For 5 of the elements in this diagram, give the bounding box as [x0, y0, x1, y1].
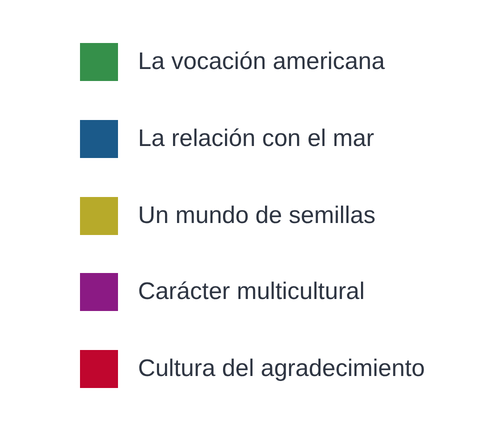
- legend-label: Un mundo de semillas: [138, 202, 376, 230]
- legend-label: Carácter multicultural: [138, 278, 365, 306]
- legend-label: Cultura del agradecimiento: [138, 355, 425, 383]
- legend-label: La relación con el mar: [138, 125, 374, 153]
- legend-label: La vocación americana: [138, 48, 385, 76]
